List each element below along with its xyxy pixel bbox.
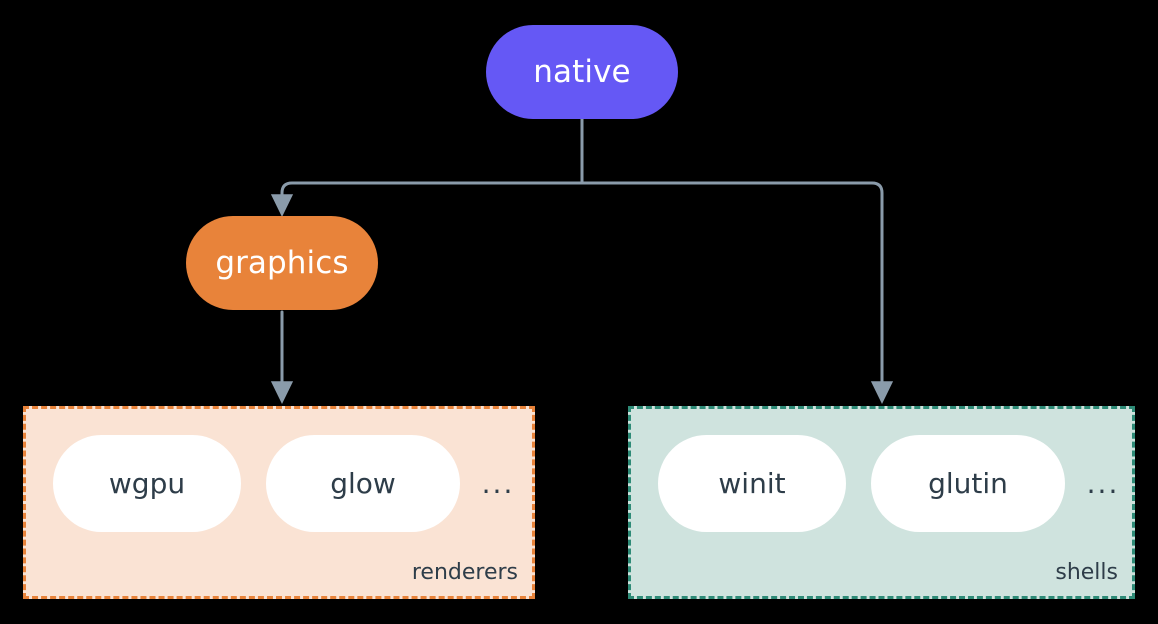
group-shells: winit glutin ... shells (628, 406, 1135, 599)
group-renderers: wgpu glow ... renderers (23, 406, 535, 599)
node-native-label: native (533, 53, 631, 90)
pill-glow-label: glow (330, 467, 396, 500)
pill-wgpu-label: wgpu (108, 467, 186, 500)
pill-winit-label: winit (718, 467, 786, 500)
renderers-overflow-ellipsis: ... (481, 467, 515, 500)
edge-native-to-graphics (270, 181, 584, 218)
group-shells-label: shells (1055, 559, 1118, 585)
shells-overflow-ellipsis: ... (1086, 467, 1120, 500)
node-native[interactable]: native (486, 25, 678, 119)
group-renderers-label: renderers (411, 559, 518, 585)
pill-glow[interactable]: glow (266, 435, 460, 532)
node-graphics-label: graphics (215, 244, 349, 281)
pill-wgpu[interactable]: wgpu (53, 435, 241, 532)
edge-native-to-shells (580, 181, 894, 405)
node-graphics[interactable]: graphics (186, 216, 378, 310)
pill-winit[interactable]: winit (658, 435, 846, 532)
pill-glutin-label: glutin (928, 467, 1008, 500)
pill-glutin[interactable]: glutin (871, 435, 1065, 532)
